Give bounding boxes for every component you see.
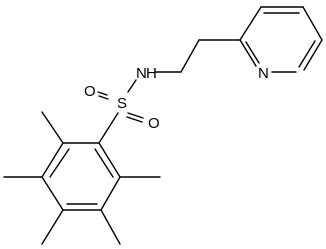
bond [41, 176, 64, 211]
atom-oxygen-lower: O [148, 115, 160, 132]
bond [303, 39, 323, 71]
bond [298, 40, 316, 68]
bond [239, 6, 262, 41]
atom-nitrogen-amine: N [136, 65, 147, 82]
methyl-groups [3, 111, 161, 245]
bond [127, 112, 144, 119]
bond [98, 112, 119, 144]
bond [127, 79, 137, 93]
bond [98, 142, 121, 178]
atom-hydrogen-amine: H [146, 65, 157, 82]
bond [94, 148, 114, 178]
bond [302, 6, 323, 41]
bond [49, 148, 70, 178]
bond [180, 39, 200, 73]
bond [100, 209, 121, 245]
ethyl-linker [155, 39, 241, 73]
sulfonamide-group [97, 79, 144, 144]
bond [41, 209, 64, 245]
atom-nitrogen-pyridine: N [258, 65, 269, 82]
bond [126, 116, 143, 123]
pyridine-ring [239, 6, 323, 73]
bond [245, 41, 260, 64]
bond [100, 176, 121, 211]
bond [41, 142, 64, 178]
bond [97, 91, 108, 96]
bond [239, 39, 257, 67]
bond [41, 111, 64, 144]
atom-oxygen-upper: O [84, 83, 96, 100]
atom-sulfur: S [117, 95, 127, 112]
bond [98, 95, 109, 100]
benzene-ring [41, 142, 121, 211]
